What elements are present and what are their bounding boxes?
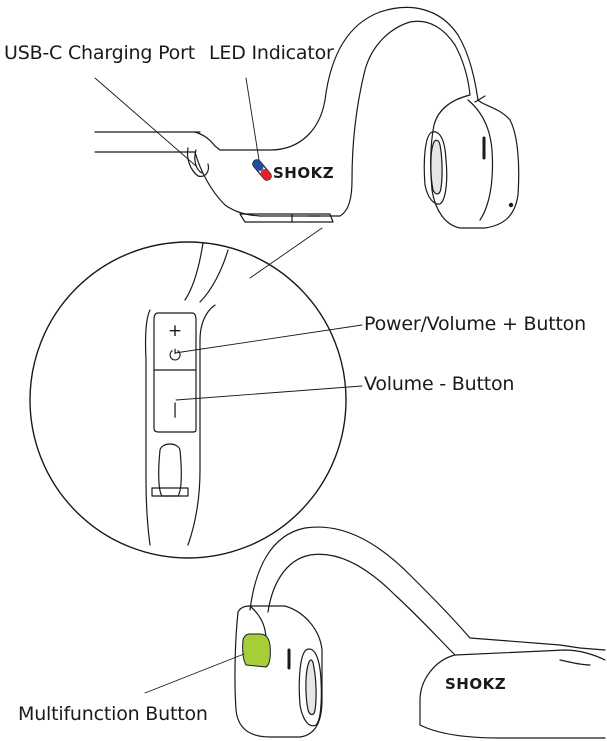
label-multifunction-button: Multifunction Button bbox=[18, 703, 208, 725]
label-led-indicator: LED Indicator bbox=[209, 42, 334, 64]
brand-logo-bottom: SHOKZ bbox=[445, 675, 506, 693]
label-power-volume-plus-button: Power/Volume + Button bbox=[364, 313, 586, 335]
brand-logo-top: SHOKZ bbox=[273, 164, 334, 182]
minus-icon: | bbox=[172, 400, 177, 418]
top-headphone bbox=[94, 6, 520, 229]
power-icon: ⏻ bbox=[169, 346, 181, 364]
led-indicator bbox=[252, 159, 272, 181]
button-symbols: + ⏻ | bbox=[168, 321, 182, 418]
bottom-headphone bbox=[234, 526, 606, 739]
plus-icon: + bbox=[168, 321, 182, 341]
multifunction-button bbox=[242, 633, 271, 668]
zoom-circle bbox=[29, 241, 347, 559]
label-volume-minus-button: Volume - Button bbox=[364, 373, 515, 395]
label-usb-c-charging-port: USB-C Charging Port bbox=[4, 42, 195, 64]
